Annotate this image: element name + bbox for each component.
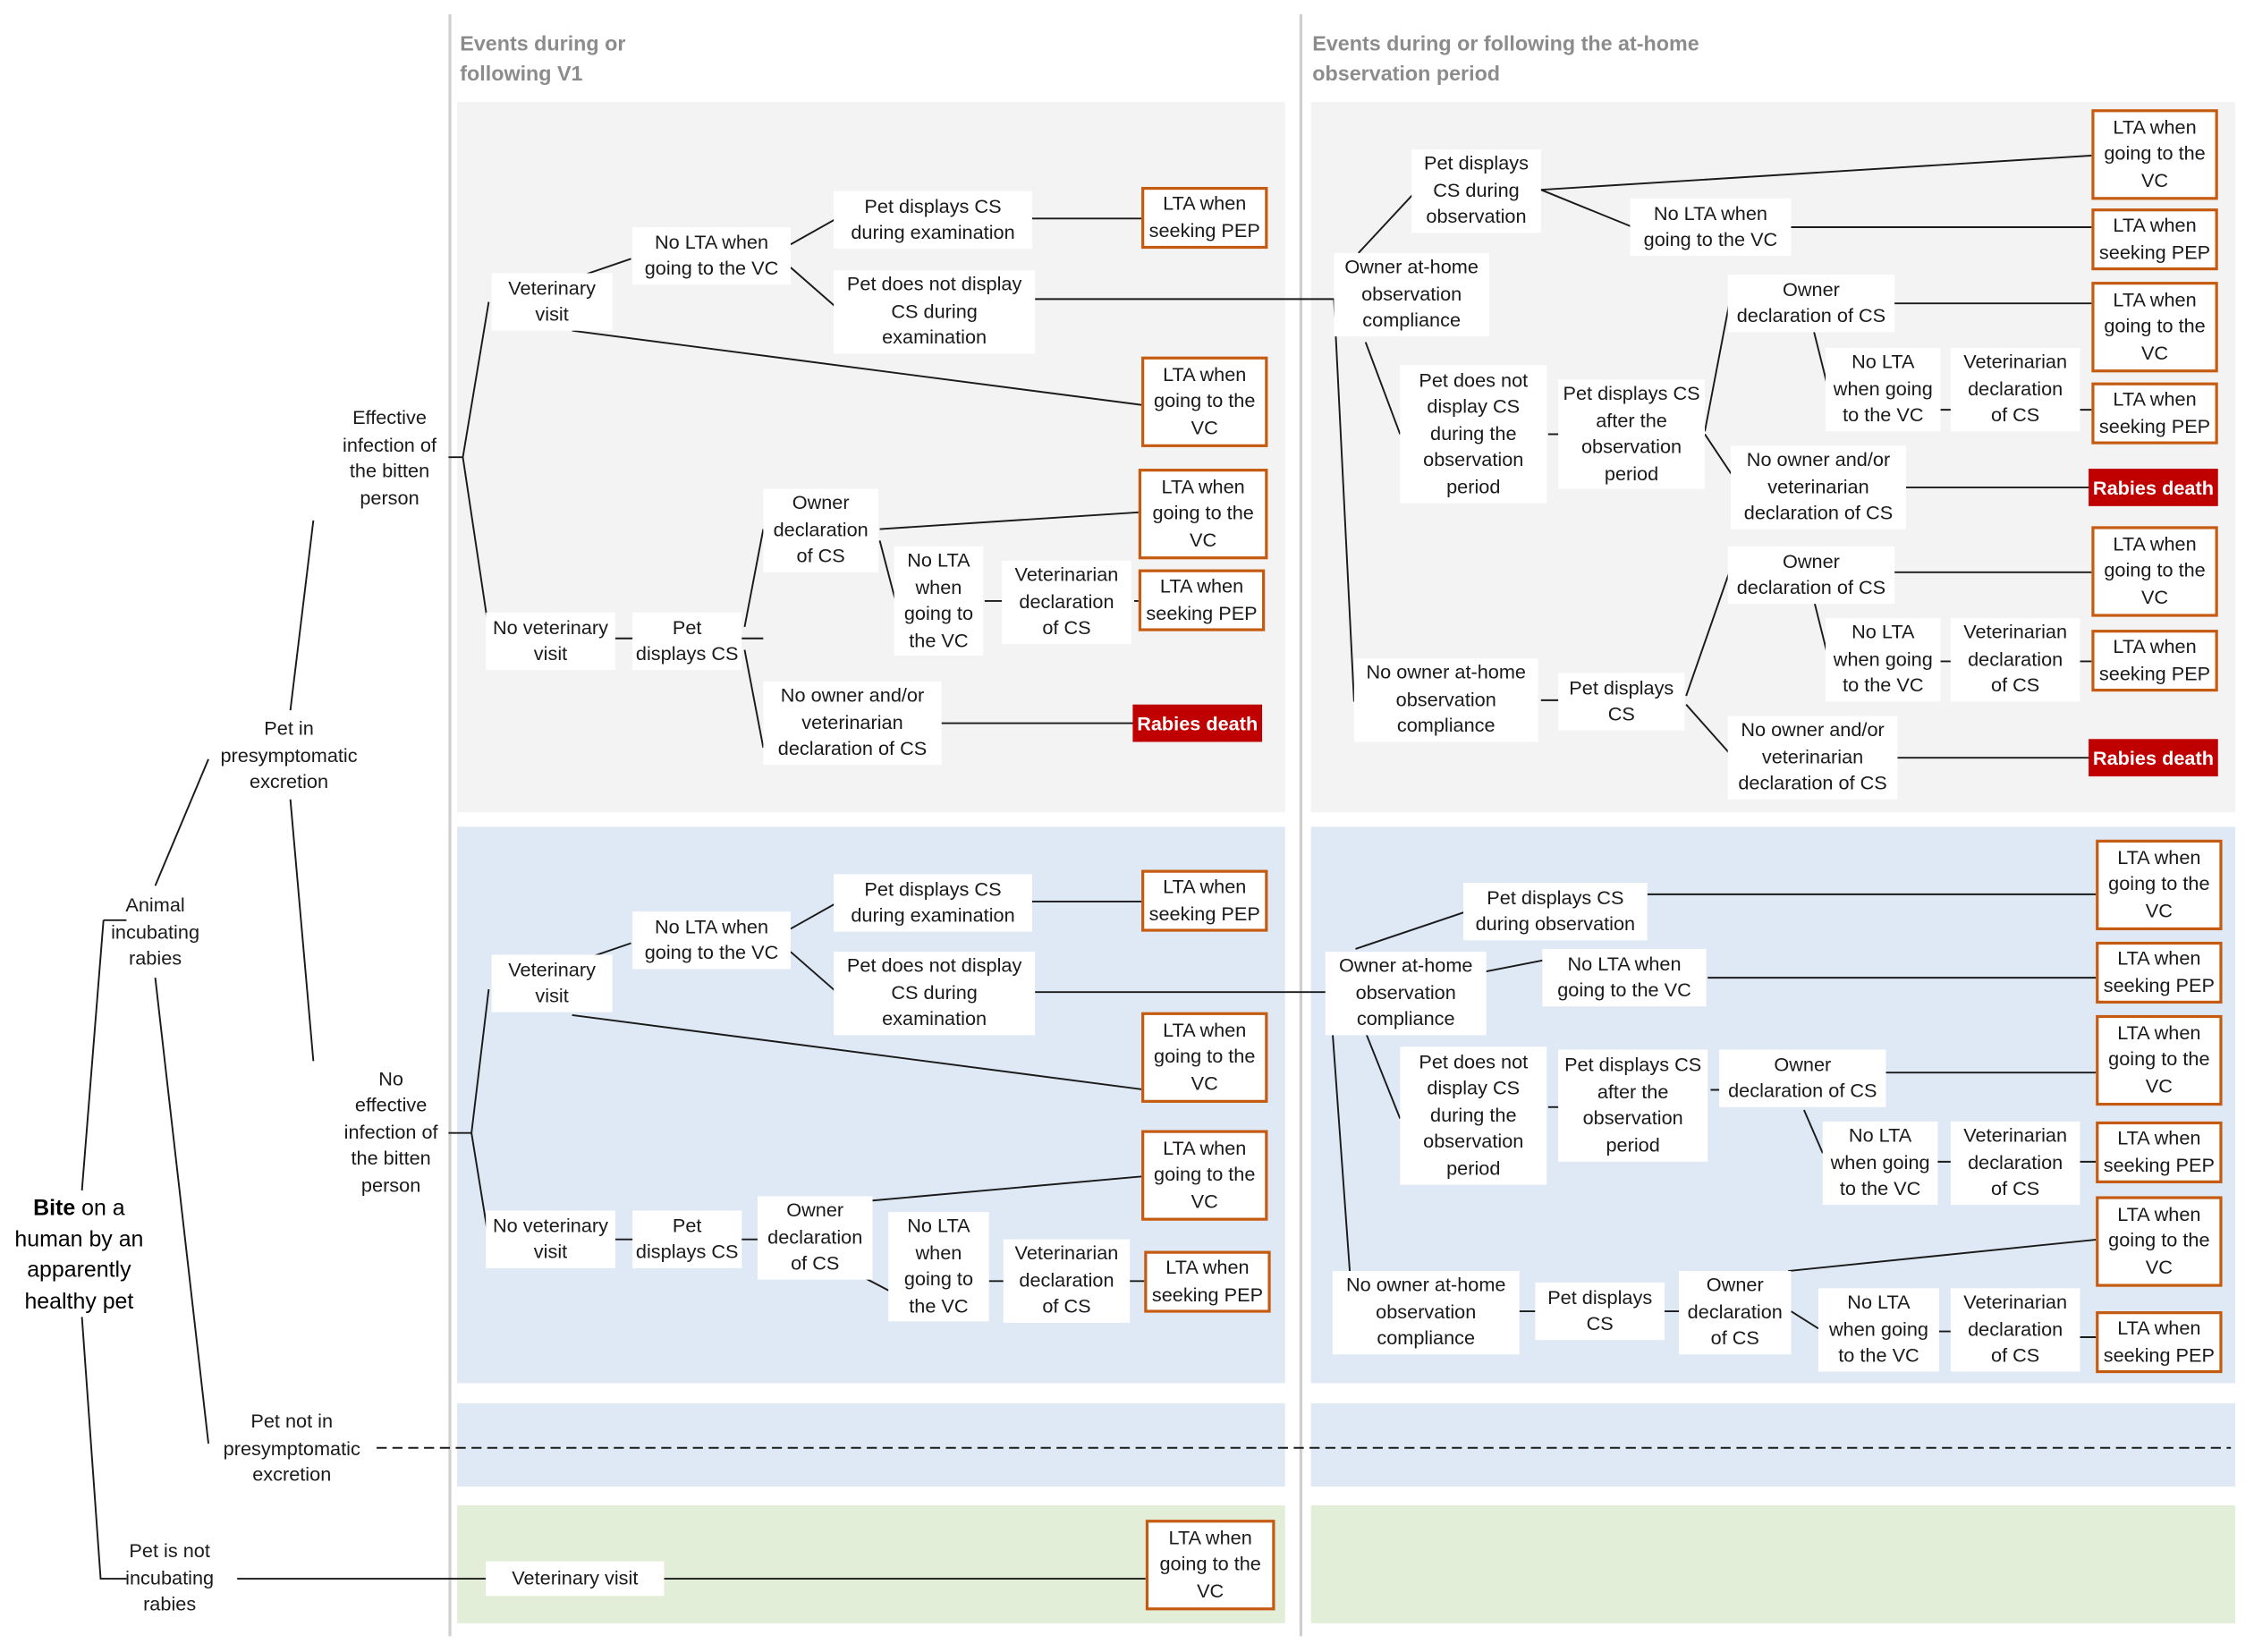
node-vet-declaration: Veterinarian declaration of CS [1950, 1288, 2080, 1372]
outcome-rabies-death: Rabies death [1132, 704, 1263, 742]
node-vet-declaration: Veterinarian declaration of CS [1003, 1239, 1131, 1323]
branch-animal-incubating: Animal incubating rabies [111, 894, 200, 970]
outcome-lta-vc: LTA when going to the VC [2096, 839, 2223, 931]
column-header-v1: Events during or following V1 [460, 32, 626, 87]
node-no-lta-vc: No LTA when going to the VC [1822, 1121, 1938, 1206]
column-separator-home [1299, 14, 1303, 1637]
node-vet-declaration: Veterinarian declaration of CS [1950, 348, 2080, 432]
node-no-lta-vc: No LTA when going to the VC [894, 546, 984, 657]
node-no-lta-vc: No LTA when going to the VC [1542, 948, 1707, 1007]
column-separator-v1 [448, 14, 452, 1637]
node-pet-no-cs-exam: Pet does not display CS during examinati… [834, 952, 1036, 1036]
outcome-lta-pep: LTA when seeking PEP [2096, 941, 2223, 1004]
node-pet-cs-observation: Pet displays CS during observation [1463, 883, 1648, 941]
node-pet-no-cs-exam: Pet does not display CS during examinati… [834, 270, 1036, 354]
node-owner-declaration: Owner declaration of CS [1727, 546, 1895, 605]
branch-not-presymptomatic: Pet not in presymptomatic excretion [223, 1411, 360, 1486]
branch-not-incubating: Pet is not incubating rabies [125, 1540, 215, 1615]
node-no-home-compliance: No owner at-home observation compliance [1332, 1271, 1520, 1355]
outcome-lta-pep: LTA when seeking PEP [1141, 186, 1268, 250]
node-no-lta-vc: No LTA when going to the VC [1826, 348, 1941, 432]
outcome-lta-vc: LTA when going to the VC [2091, 109, 2218, 200]
panel-home-not-incubating [1310, 1505, 2236, 1623]
node-owner-declaration: Owner declaration of CS [763, 488, 878, 572]
outcome-lta-vc: LTA when going to the VC [1138, 469, 1268, 560]
node-owner-declaration: Owner declaration of CS [1727, 275, 1895, 333]
node-no-home-compliance: No owner at-home observation compliance [1353, 658, 1538, 742]
outcome-lta-pep: LTA when seeking PEP [2096, 1121, 2223, 1183]
node-home-compliance: Owner at-home observation compliance [1325, 952, 1487, 1036]
node-pet-displays-cs: Pet displays CS [632, 612, 742, 671]
node-pet-no-cs-observation: Pet does not display CS during the obser… [1400, 365, 1547, 504]
node-no-lta-vc: No LTA when going to the VC [632, 226, 791, 285]
outcome-lta-pep: LTA when seeking PEP [2096, 1311, 2223, 1374]
node-owner-declaration: Owner declaration of CS [1679, 1271, 1792, 1355]
root-bold: Bite [33, 1196, 76, 1221]
node-no-owner-vet-declaration: No owner and/or veterinarian declaration… [763, 681, 942, 766]
outcome-lta-vc: LTA when going to the VC [2091, 526, 2218, 617]
node-owner-declaration: Owner declaration of CS [1719, 1049, 1886, 1107]
node-pet-cs-exam: Pet displays CS during examination [834, 191, 1032, 250]
outcome-rabies-death: Rabies death [2089, 739, 2218, 777]
node-vet-declaration: Veterinarian declaration of CS [1950, 618, 2080, 702]
outcome-lta-vc: LTA when going to the VC [1145, 1520, 1275, 1611]
outcome-lta-vc: LTA when going to the VC [2096, 1014, 2223, 1106]
node-pet-no-cs-observation: Pet does not display CS during the obser… [1400, 1046, 1547, 1185]
node-pet-cs-after: Pet displays CS after the observation pe… [1558, 1049, 1708, 1162]
outcome-lta-pep: LTA when seeking PEP [2091, 382, 2218, 445]
node-no-veterinary-visit: No veterinary visit [486, 612, 615, 671]
node-veterinary-visit: Veterinary visit [491, 273, 613, 331]
node-no-owner-vet-declaration: No owner and/or veterinarian declaration… [1727, 716, 1898, 800]
node-veterinary-visit: Veterinary visit [491, 954, 613, 1012]
node-no-lta-vc: No LTA when going to the VC [1818, 1288, 1939, 1372]
outcome-lta-pep: LTA when seeking PEP [1138, 569, 1266, 631]
node-pet-displays-cs: Pet displays CS [632, 1210, 742, 1268]
node-no-lta-vc: No LTA when going to the VC [632, 911, 791, 970]
node-pet-cs-after: Pet displays CS after the observation pe… [1558, 379, 1706, 489]
branch-no-effective-infection: No effective infection of the bitten per… [343, 1067, 438, 1197]
node-pet-cs-exam: Pet displays CS during examination [834, 874, 1032, 932]
outcome-lta-pep: LTA when seeking PEP [1144, 1250, 1271, 1313]
branch-presymptomatic: Pet in presymptomatic excretion [220, 717, 358, 793]
column-header-home: Events during or following the at-home o… [1312, 32, 1699, 87]
node-vet-declaration: Veterinarian declaration of CS [1002, 560, 1131, 645]
panel-home-not-presymptomatic [1310, 1402, 2236, 1487]
outcome-lta-vc: LTA when going to the VC [1141, 1130, 1268, 1221]
node-no-owner-vet-declaration: No owner and/or veterinarian declaration… [1730, 445, 1907, 529]
outcome-lta-vc: LTA when going to the VC [1141, 356, 1268, 447]
node-pet-displays-cs: Pet displays CS [1535, 1282, 1665, 1341]
node-vet-declaration: Veterinarian declaration of CS [1950, 1121, 2080, 1206]
branch-effective-infection: Effective infection of the bitten person [343, 406, 436, 509]
node-veterinary-visit: Veterinary visit [486, 1561, 665, 1597]
outcome-lta-vc: LTA when going to the VC [2091, 282, 2218, 373]
node-no-lta-vc: No LTA when going to the VC [888, 1212, 989, 1322]
root-bite-event: Bite on a human by an apparently healthy… [3, 1193, 155, 1317]
outcome-lta-pep: LTA when seeking PEP [2091, 208, 2218, 271]
outcome-rabies-death: Rabies death [2089, 469, 2218, 506]
outcome-lta-vc: LTA when going to the VC [2096, 1196, 2223, 1287]
node-no-lta-vc: No LTA when going to the VC [1630, 198, 1792, 257]
node-home-compliance: Owner at-home observation compliance [1334, 252, 1489, 337]
node-owner-declaration: Owner declaration of CS [757, 1196, 873, 1280]
node-pet-cs-observation: Pet displays CS during observation [1411, 149, 1541, 233]
outcome-lta-pep: LTA when seeking PEP [1141, 869, 1268, 932]
node-pet-displays-cs: Pet displays CS [1558, 673, 1685, 731]
outcome-lta-pep: LTA when seeking PEP [2091, 630, 2218, 692]
node-no-veterinary-visit: No veterinary visit [486, 1210, 615, 1268]
panel-v1-not-presymptomatic [457, 1402, 1285, 1487]
outcome-lta-vc: LTA when going to the VC [1141, 1012, 1268, 1103]
root-text: on a human by an apparently healthy pet [14, 1196, 144, 1314]
node-no-lta-vc: No LTA when going to the VC [1826, 618, 1941, 702]
